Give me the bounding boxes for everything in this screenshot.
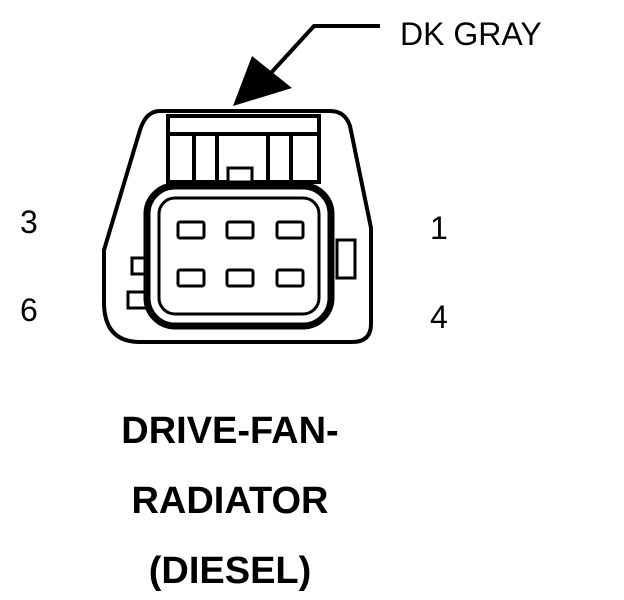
leader-line [268, 24, 380, 76]
side-tab-right [335, 238, 357, 280]
terminal-slot [176, 268, 206, 288]
terminal-slot [176, 220, 206, 240]
pin-label-1: 1 [430, 210, 448, 246]
pin-label-6: 6 [20, 292, 38, 328]
connector-latch [166, 114, 321, 184]
pin-label-3: 3 [20, 204, 38, 240]
terminal-slot [225, 220, 255, 240]
wire-color-label: DK GRAY [400, 16, 542, 52]
connector-title-line-3: (DIESEL) [148, 550, 312, 592]
terminal-slot [225, 268, 255, 288]
pin-label-4: 4 [430, 299, 448, 335]
side-tab-left-lower [126, 290, 148, 310]
terminal-slot [275, 268, 305, 288]
leader-arrowhead [233, 56, 292, 106]
terminal-slot [275, 220, 305, 240]
terminal-cavity-inner [157, 196, 321, 316]
connector-title-line-1: DRIVE-FAN- [121, 410, 339, 452]
connector-title-line-2: RADIATOR [131, 480, 329, 522]
